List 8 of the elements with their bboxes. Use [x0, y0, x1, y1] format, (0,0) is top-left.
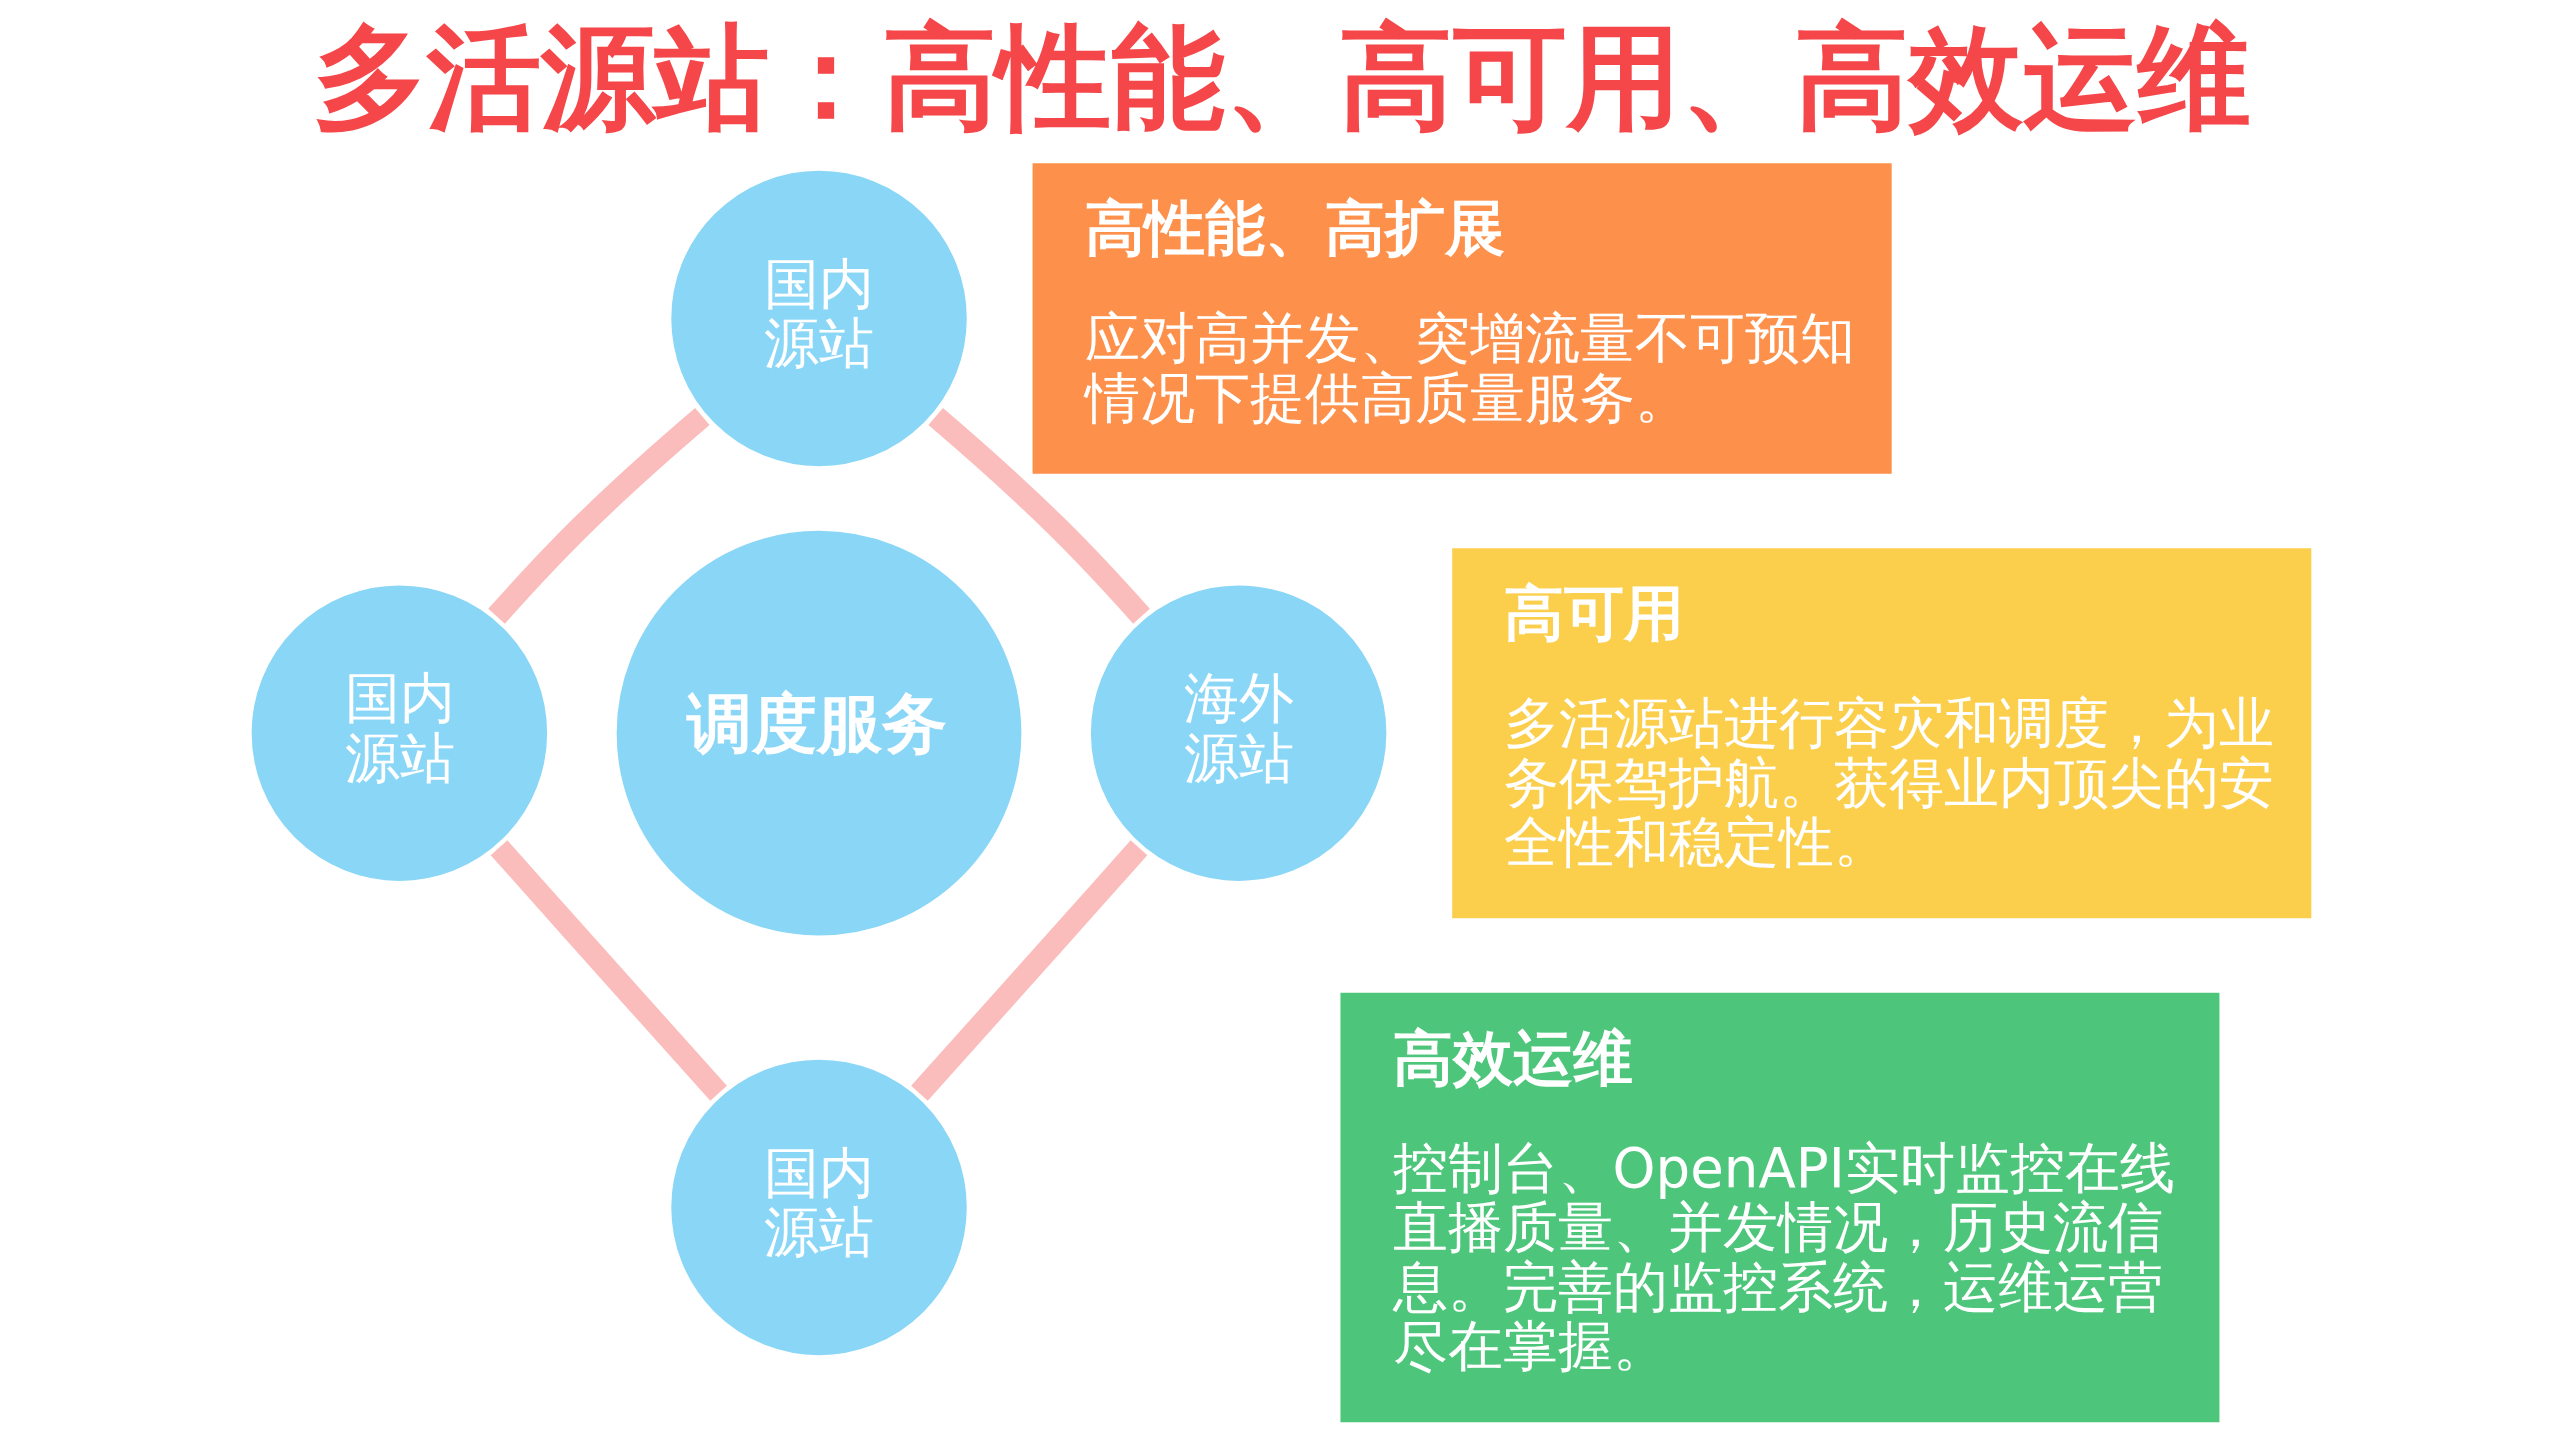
diagram-title: 多活源站：高性能、高可用、高效运维 [312, 10, 2251, 144]
connector [910, 840, 1147, 1101]
node-box: 高效运维 控制台、OpenAPI实时监控在线直播质量、并发情况，历史流信息。完善的监控系统，运维运营尽在掌握。 [1339, 992, 2219, 1423]
node-box: 高可用 多活源站进行容灾和调度，为业务保驾护航。获得业内顶尖的安全性和稳定性。 [1451, 548, 2311, 919]
node-box: 高性能、高扩展 应对高并发、突增流量不可预知情况下提供高质量服务。 [1032, 163, 1892, 474]
connector [927, 408, 1150, 624]
connector [490, 840, 727, 1101]
connector [487, 408, 710, 624]
